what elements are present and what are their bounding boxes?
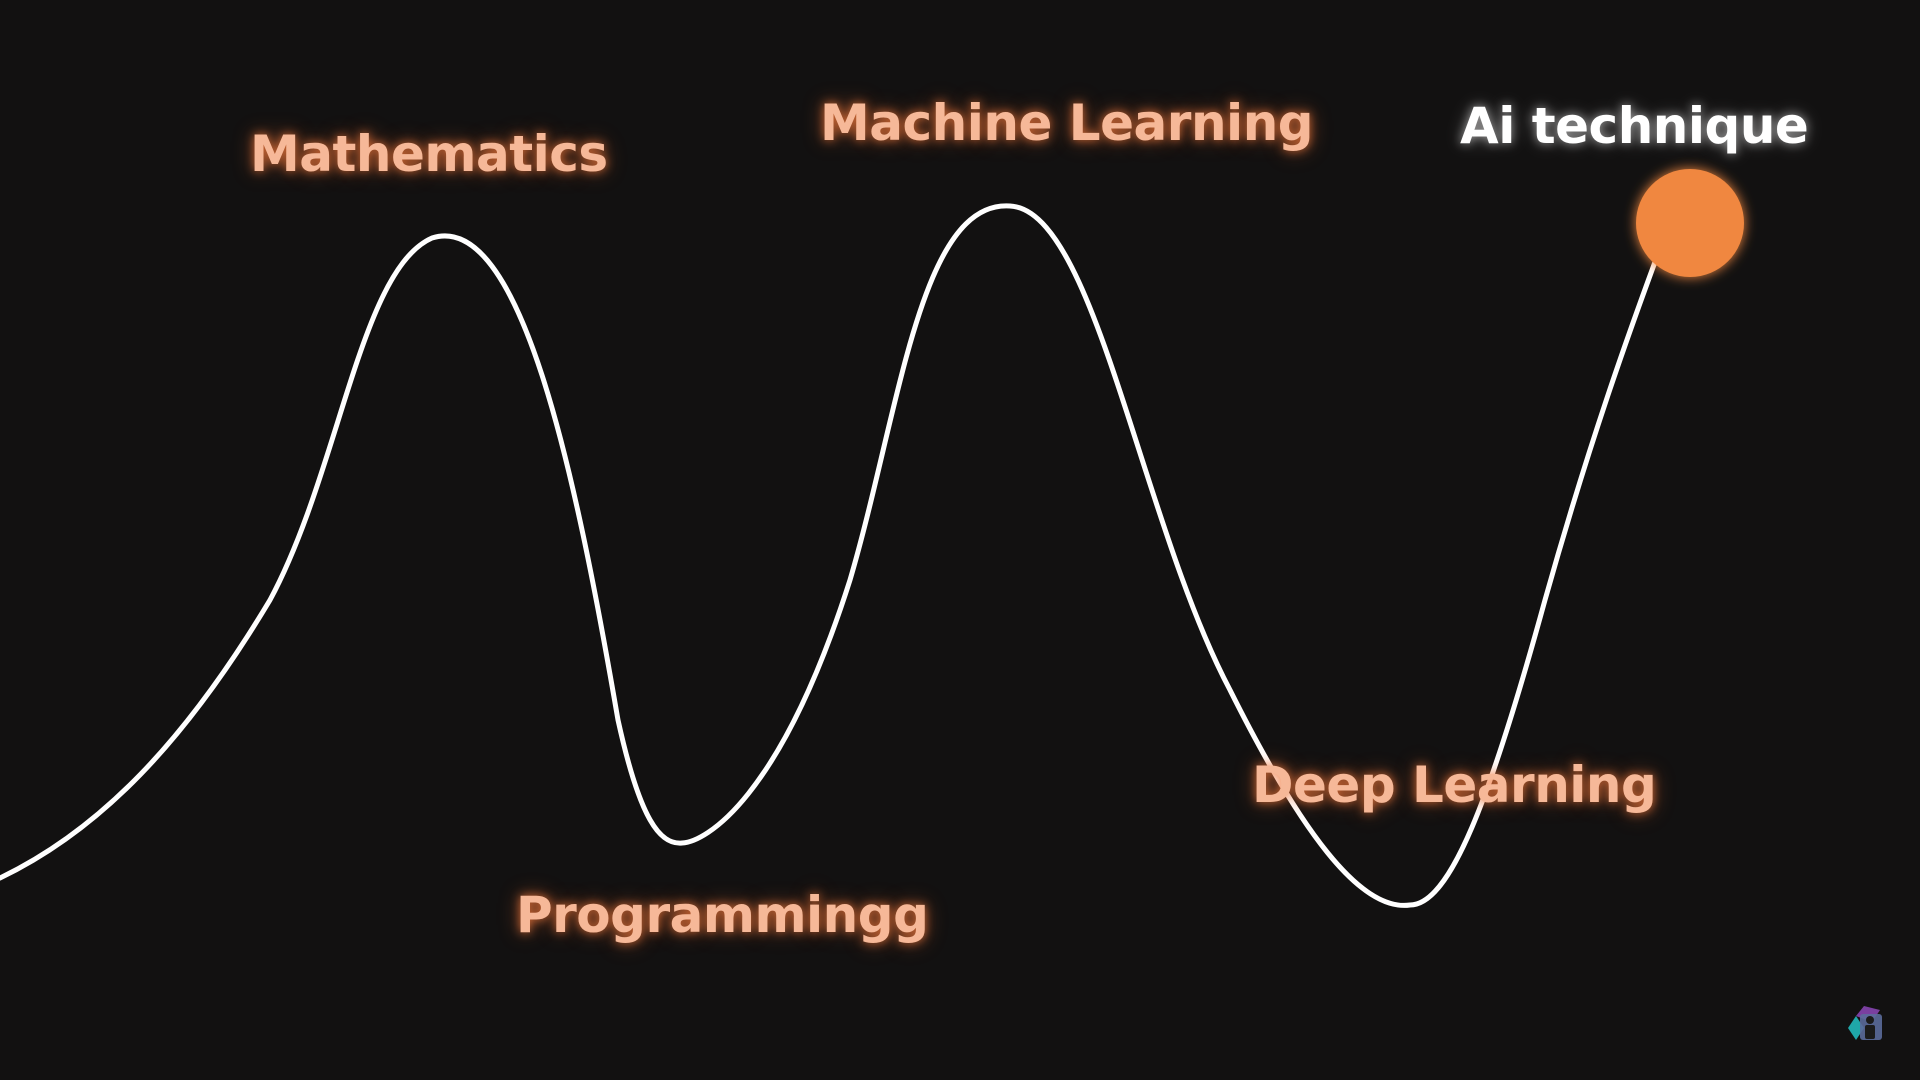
channel-logo-icon <box>1848 1006 1882 1040</box>
learning-curve-line <box>0 203 1658 908</box>
orange-dot-icon <box>1636 169 1744 277</box>
label-mathematics: Mathematics <box>250 125 608 183</box>
label-deep-learning: Deep Learning <box>1252 756 1657 814</box>
label-ai-technique: Ai technique <box>1460 97 1809 155</box>
label-machine-learning: Machine Learning <box>820 94 1314 152</box>
label-programming: Programmingg <box>516 886 929 944</box>
